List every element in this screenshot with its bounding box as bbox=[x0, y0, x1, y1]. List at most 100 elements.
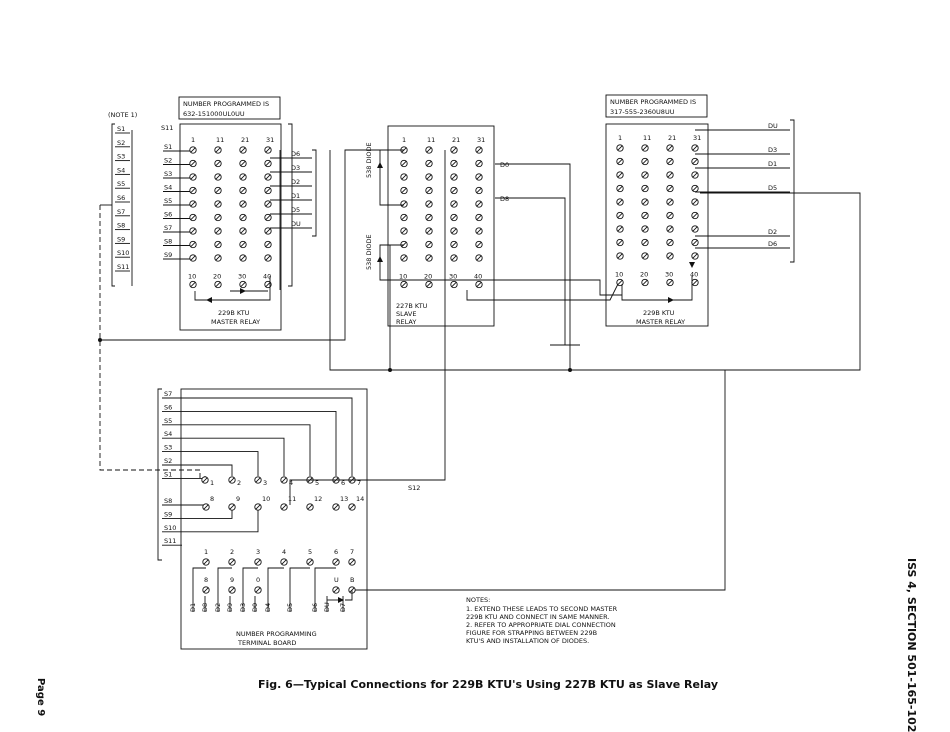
tb-terminal-row1-label-4: 4 bbox=[289, 479, 293, 487]
master2-terminal-r4c1 bbox=[641, 198, 649, 206]
tb-terminal-row4-label-9: 9 bbox=[230, 576, 234, 584]
master2-output-d1: D1 bbox=[768, 160, 777, 168]
tb-terminal-row2-12 bbox=[306, 503, 314, 511]
master1-terminal-r8c3 bbox=[264, 254, 272, 262]
master1-terminal-r0c3 bbox=[264, 146, 272, 154]
master2-col-label-1: 1 bbox=[618, 134, 622, 142]
master2-terminal-r7c0 bbox=[616, 238, 624, 247]
tb-terminal-row3-label-5: 5 bbox=[308, 548, 312, 556]
slave-terminal-r3c2 bbox=[450, 186, 458, 195]
master2-terminal-r7c2 bbox=[666, 238, 674, 247]
slave-terminal-r6c1 bbox=[425, 227, 433, 235]
tb-terminal-row3-label-3: 3 bbox=[256, 548, 260, 556]
slave-bottom-terminal-30 bbox=[450, 280, 458, 289]
master1-title-line1: 229B KTU bbox=[218, 309, 250, 317]
master1-bottom-label-40: 40 bbox=[263, 273, 271, 281]
slave-terminal-r4c3 bbox=[475, 200, 483, 208]
master1-row-label-s2: S2 bbox=[164, 157, 172, 165]
tb-terminal-row2-label-8: 8 bbox=[210, 495, 214, 503]
tb-terminal-row4-9 bbox=[228, 586, 236, 594]
terminal-board-panel bbox=[180, 388, 368, 650]
master1-terminal-r5c0 bbox=[189, 213, 197, 222]
master1-output-d2: D2 bbox=[291, 178, 300, 186]
tb-lead-s6: S6 bbox=[164, 403, 172, 411]
tb-terminal-row3-label-6: 6 bbox=[334, 548, 338, 556]
tb-terminal-row2-14 bbox=[348, 503, 356, 511]
slave-terminal-r2c2 bbox=[450, 173, 458, 181]
master1-terminal-r6c0 bbox=[189, 227, 197, 235]
tb-terminal-row1-label-1: 1 bbox=[210, 479, 214, 487]
master2-terminal-r8c2 bbox=[666, 252, 674, 260]
slave-terminal-r2c3 bbox=[475, 173, 483, 181]
master2-terminal-r4c3 bbox=[691, 198, 699, 206]
lead-label-s1: S1 bbox=[117, 125, 125, 133]
master1-terminal-r7c3 bbox=[264, 240, 272, 249]
master1-terminal-r5c2 bbox=[239, 213, 247, 222]
slave-terminal-r8c2 bbox=[450, 254, 458, 262]
master2-terminal-r3c2 bbox=[666, 184, 674, 193]
master1-row-label-s4: S4 bbox=[164, 184, 172, 192]
master1-terminal-r0c1 bbox=[214, 146, 222, 154]
master1-col-label-1: 1 bbox=[191, 136, 195, 144]
tb-terminal-row1-label-2: 2 bbox=[237, 479, 241, 487]
slave-title-line1: 227B KTU bbox=[396, 302, 428, 310]
master1-row-label-s11: S11 bbox=[161, 124, 173, 132]
master1-terminal-r6c2 bbox=[239, 227, 247, 235]
master2-bottom-terminal-40 bbox=[691, 278, 699, 287]
lead-label-s8: S8 bbox=[117, 222, 125, 230]
slave-bottom-terminal-40 bbox=[475, 280, 483, 289]
tb-lead-s7: S7 bbox=[164, 390, 172, 398]
tb-terminal-row2-8 bbox=[202, 503, 210, 511]
slave-terminal-r4c2 bbox=[450, 200, 458, 208]
tb-terminal-row1-1 bbox=[201, 476, 209, 484]
master2-terminal-r8c1 bbox=[641, 252, 649, 260]
slave-output-d0: D0 bbox=[500, 161, 509, 169]
master1-output-du: DU bbox=[291, 220, 301, 228]
slave-terminal-r3c1 bbox=[425, 186, 433, 195]
master2-output-d5: D5 bbox=[768, 184, 777, 192]
master1-terminal-r2c3 bbox=[264, 173, 272, 181]
slave-col-label-21: 21 bbox=[452, 136, 460, 144]
master1-terminal-r8c2 bbox=[239, 254, 247, 262]
master1-terminal-r8c1 bbox=[214, 254, 222, 262]
slave-terminal-r5c3 bbox=[475, 213, 483, 222]
tb-terminal-row1-label-3: 3 bbox=[263, 479, 267, 487]
master1-title-line2: MASTER RELAY bbox=[211, 318, 260, 326]
lead-label-s10: S10 bbox=[117, 249, 129, 257]
tb-lead-s11: S11 bbox=[164, 537, 176, 545]
slave-bottom-label-30: 30 bbox=[449, 273, 457, 281]
master1-terminal-r2c0 bbox=[189, 173, 197, 181]
master1-output-d6: D6 bbox=[291, 150, 300, 158]
slave-terminal-r7c0 bbox=[400, 240, 408, 249]
tb-lead-s9: S9 bbox=[164, 510, 172, 518]
master2-title-line1: 229B KTU bbox=[643, 309, 675, 317]
master2-bottom-label-30: 30 bbox=[665, 271, 673, 279]
slave-terminal-r2c1 bbox=[425, 173, 433, 181]
master1-row-label-s6: S6 bbox=[164, 211, 172, 219]
master2-terminal-r7c1 bbox=[641, 238, 649, 247]
master2-terminal-r8c0 bbox=[616, 252, 624, 260]
master1-row-label-s5: S5 bbox=[164, 197, 172, 205]
interconnect-wires bbox=[98, 149, 861, 591]
master1-terminal-r7c0 bbox=[189, 240, 197, 249]
master1-row-label-s3: S3 bbox=[164, 170, 172, 178]
master2-terminal-r4c0 bbox=[616, 198, 624, 206]
tb-terminal-row3-label-4: 4 bbox=[282, 548, 286, 556]
master2-terminal-r5c0 bbox=[616, 211, 624, 220]
master1-bottom-terminal-30 bbox=[239, 280, 247, 289]
tb-terminal-row2-13 bbox=[332, 503, 340, 511]
tb-terminal-row3-label-7: 7 bbox=[350, 548, 354, 556]
master1-terminal-r1c1 bbox=[214, 159, 222, 168]
master2-terminal-r2c2 bbox=[666, 171, 674, 179]
tb-terminal-row1-label-5: 5 bbox=[315, 479, 319, 487]
master2-terminal-r5c2 bbox=[666, 211, 674, 220]
master1-output-d3: D3 bbox=[291, 164, 300, 172]
master1-terminal-r8c0 bbox=[189, 254, 197, 262]
tb-terminal-row4-label-b: B bbox=[350, 576, 354, 584]
tb-terminal-row1-label-7: 7 bbox=[357, 479, 361, 487]
